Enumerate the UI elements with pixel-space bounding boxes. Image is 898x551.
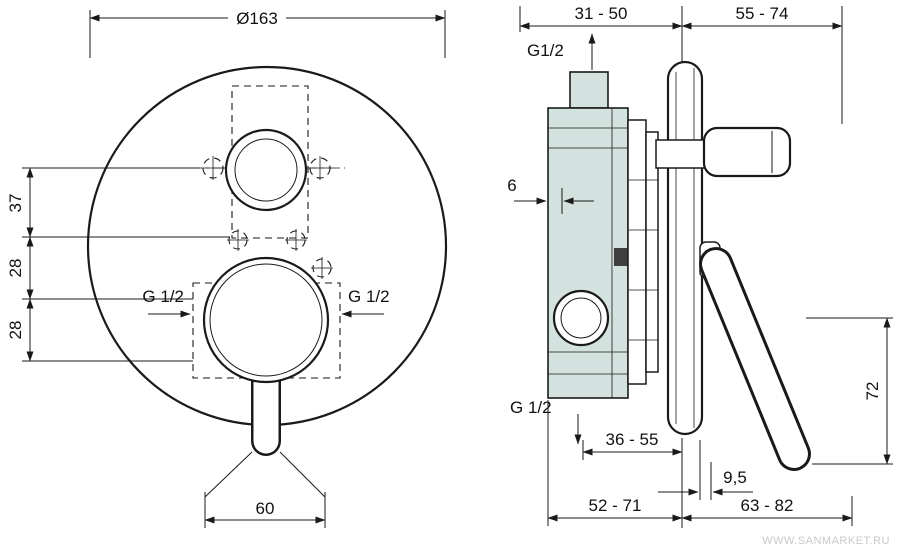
dim-36-55: 36 - 55 [582, 430, 683, 528]
dim-52-71-and-63-82: 52 - 71 63 - 82 [547, 400, 853, 526]
side-lever-handle [699, 241, 811, 471]
dim-diameter-163: Ø163 [89, 9, 446, 58]
label-dim-60: 60 [256, 499, 275, 518]
label-g12-top: G1/2 [527, 41, 564, 60]
callout-g12-top: G1/2 [527, 33, 596, 70]
dim-9-5: 9,5 [658, 440, 753, 500]
side-diverter-knob [655, 126, 792, 178]
label-dim-28-a: 28 [6, 259, 25, 278]
watermark-text: WWW.SANMARKET.RU [762, 535, 890, 547]
label-dim-9-5: 9,5 [723, 468, 747, 487]
front-view: Ø163 37 28 28 G 1/2 G 1/2 [6, 9, 448, 528]
label-dim-37: 37 [6, 194, 25, 213]
dim-31-50-and-55-74: 31 - 50 55 - 74 [519, 4, 843, 124]
side-escutcheon-plate [666, 60, 704, 436]
callout-g12-left: G 1/2 [142, 287, 191, 318]
side-bottom-outlet [552, 289, 610, 347]
label-dim-52-71: 52 - 71 [589, 496, 642, 515]
front-diverter-knob [224, 128, 308, 212]
label-dim-28-b: 28 [6, 321, 25, 340]
side-view: 31 - 50 55 - 74 G1/2 6 G 1/2 36 - 55 [507, 4, 893, 528]
callout-g12-bottom: G 1/2 [510, 398, 582, 445]
label-dim-72: 72 [863, 382, 882, 401]
front-handle-rosette [202, 256, 330, 384]
label-g12-right: G 1/2 [348, 287, 390, 306]
label-dim-31-50: 31 - 50 [575, 4, 628, 23]
dim-6: 6 [507, 176, 594, 214]
label-g12-left: G 1/2 [142, 287, 184, 306]
side-concealed-body [547, 71, 640, 399]
callout-g12-right: G 1/2 [341, 287, 390, 318]
dim-60: 60 [204, 451, 326, 528]
side-cartridge [627, 119, 659, 385]
label-dim-6: 6 [507, 176, 516, 195]
dim-left-chain: 37 28 28 [6, 167, 230, 362]
front-screw-bosses [201, 156, 333, 279]
label-g12-bottom: G 1/2 [510, 398, 552, 417]
dim-72: 72 [806, 317, 893, 465]
label-diameter-163: Ø163 [236, 9, 278, 28]
label-dim-63-82: 63 - 82 [741, 496, 794, 515]
label-dim-36-55: 36 - 55 [606, 430, 659, 449]
label-dim-55-74: 55 - 74 [736, 4, 789, 23]
